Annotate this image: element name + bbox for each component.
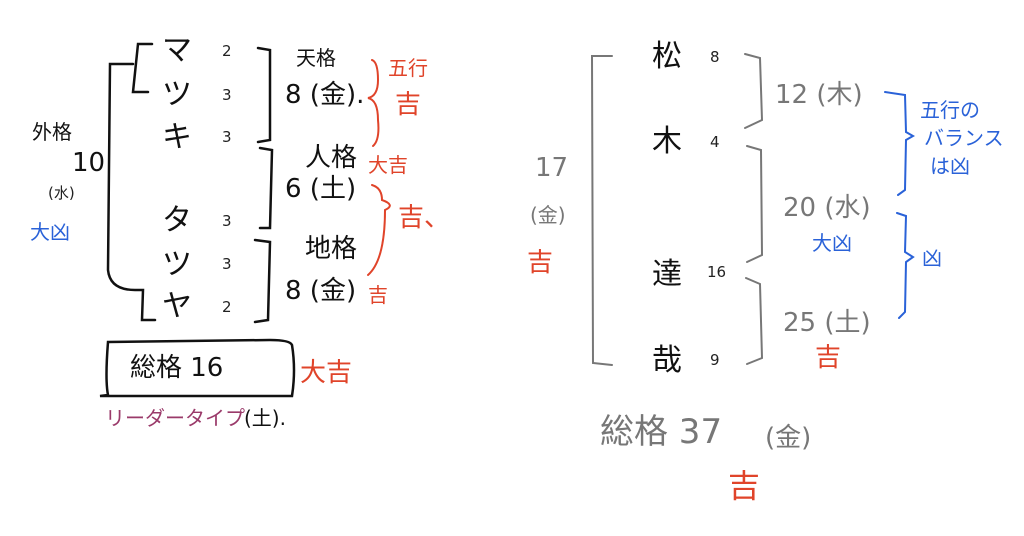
char-ya: ヤ	[162, 289, 192, 324]
bracket-matsu	[131, 42, 154, 94]
stroke-count: 4	[710, 133, 720, 151]
stroke-count: 8	[710, 48, 720, 66]
char-tsu: ツ	[162, 77, 192, 112]
gaikaku-element: (水)	[48, 184, 75, 202]
char-tsu: ツ	[162, 247, 192, 282]
gogyo-verdict: 吉	[395, 90, 422, 120]
right-sokaku-verdict: 吉	[728, 467, 761, 505]
gaikaku-label: 外格	[32, 120, 72, 144]
balance-lower-verdict: 凶	[922, 246, 942, 270]
right-gaikaku-element: (金)	[530, 203, 566, 227]
jinkaku-bracket	[258, 146, 274, 230]
stroke-count: 3	[222, 255, 232, 273]
balance-note-1: 五行の	[920, 98, 980, 122]
balance-lower-brace	[896, 212, 915, 319]
jinkaku-verdict: 大吉	[368, 153, 408, 177]
chikaku-bracket	[253, 238, 272, 324]
right-jinkaku-verdict: 大凶	[812, 231, 852, 255]
type-suffix: (土).	[244, 406, 286, 430]
stroke-count: 3	[222, 212, 232, 230]
balance-brace	[884, 91, 916, 196]
jinchi-brace	[367, 184, 391, 276]
right-chikaku: 25 (土)	[783, 308, 871, 338]
right-tenkaku-bracket	[744, 53, 764, 129]
sokaku-box	[99, 338, 296, 398]
gaikaku-verdict: 大凶	[30, 220, 70, 244]
char-ta: タ	[162, 203, 192, 238]
gaikaku-value: 10	[72, 148, 106, 178]
right-jinkaku-bracket	[746, 145, 764, 263]
char-ya: 哉	[652, 343, 682, 378]
gaikaku-bracket	[106, 62, 157, 322]
right-gaikaku-bracket	[590, 55, 613, 366]
char-tatsu: 達	[652, 257, 682, 292]
char-ki: キ	[162, 120, 192, 155]
gogyo-label: 五行	[388, 56, 428, 80]
tenkaku-bracket	[256, 46, 272, 144]
right-sokaku: 総格 37	[600, 412, 723, 452]
type-label: リーダータイプ	[105, 406, 245, 430]
stroke-count: 2	[222, 298, 232, 316]
jinchi-verdict: 吉、	[398, 203, 451, 233]
stroke-count: 3	[222, 86, 232, 104]
jinkaku-label: 人格	[305, 143, 358, 173]
gogyo-brace	[367, 59, 380, 147]
balance-note-2: バランス	[924, 126, 1004, 150]
chikaku-verdict: 吉	[368, 283, 388, 307]
tenkaku-value: 8 (金).	[285, 80, 365, 110]
char-matsu: 松	[652, 39, 682, 74]
jinkaku-value: 6 (土)	[285, 174, 357, 204]
sokaku-verdict: 大吉	[300, 358, 353, 388]
chikaku-value: 8 (金)	[285, 276, 357, 306]
right-sokaku-element: (金)	[765, 423, 812, 453]
right-gaikaku: 17	[535, 153, 569, 183]
stroke-count: 3	[222, 128, 232, 146]
right-tenkaku: 12 (木)	[775, 80, 863, 110]
stroke-count: 2	[222, 42, 232, 60]
right-chikaku-bracket	[745, 277, 764, 365]
sokaku-label: 総格 16	[130, 353, 224, 383]
char-ki: 木	[652, 124, 682, 159]
stroke-count: 9	[710, 351, 720, 369]
balance-note-3: は凶	[930, 154, 970, 178]
stroke-count: 16	[707, 263, 727, 281]
right-chikaku-verdict: 吉	[815, 343, 842, 373]
right-gaikaku-verdict: 吉	[527, 248, 554, 278]
tenkaku-label: 天格	[296, 46, 336, 70]
right-jinkaku: 20 (水)	[783, 193, 871, 223]
char-ma: マ	[162, 33, 192, 68]
chikaku-label: 地格	[305, 234, 358, 264]
